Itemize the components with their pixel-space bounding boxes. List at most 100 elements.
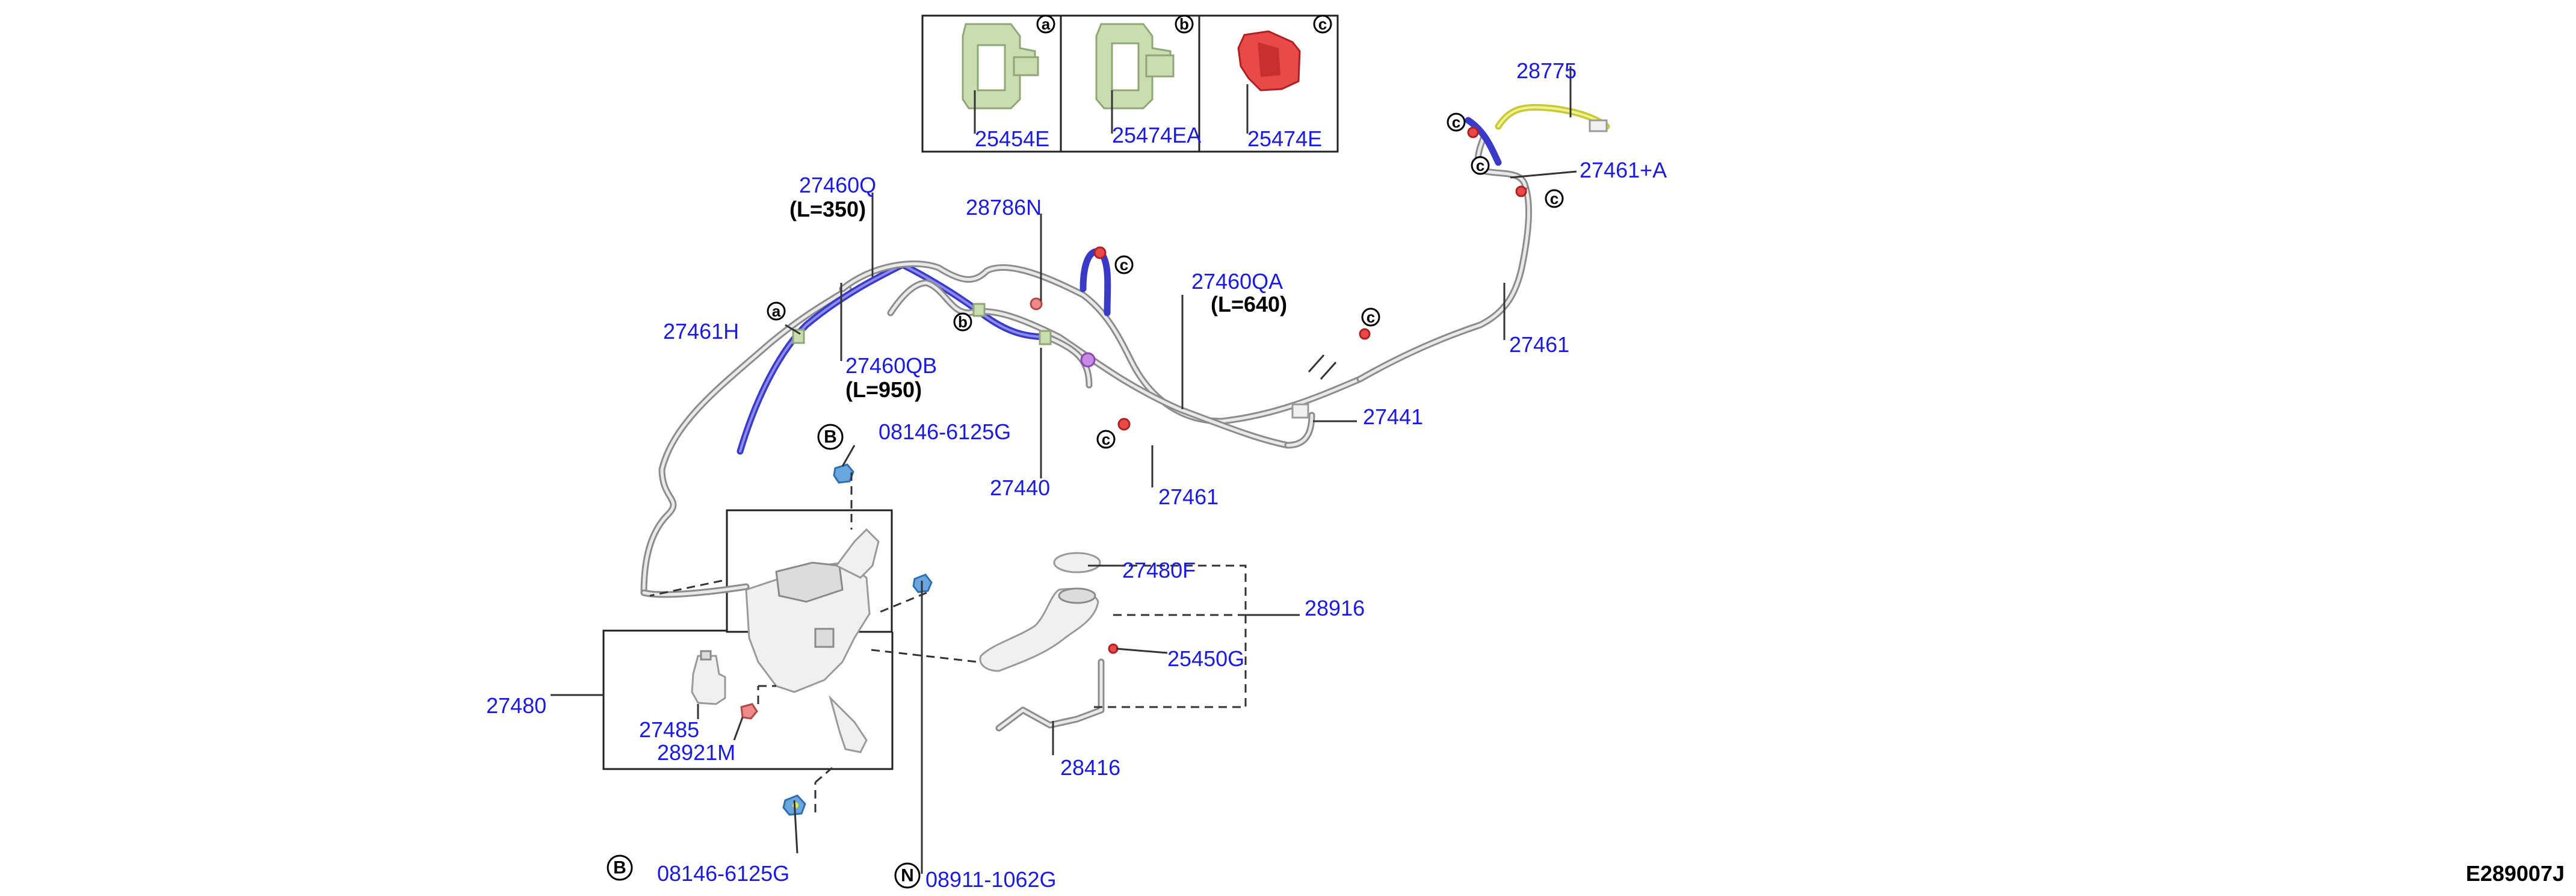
nozzle-28775-icon (1589, 119, 1608, 132)
marker-a-icon (1036, 14, 1055, 34)
callout-27485: 27485 (639, 717, 699, 742)
marker-c-label: c (1476, 156, 1484, 175)
hose-blue-rear (1465, 117, 1502, 166)
callout-27441: 27441 (1363, 404, 1423, 429)
hose-clips (792, 119, 1608, 431)
marker-b-label: b (958, 313, 968, 331)
part-label-25474EA: 25474EA (1112, 123, 1201, 147)
joint-27441-icon (1291, 403, 1309, 419)
washer-tank-assembly (602, 509, 894, 770)
part-label-25474E: 25474E (1247, 126, 1322, 151)
marker-c-icon (1313, 14, 1332, 34)
clip-b-icon (1039, 330, 1052, 345)
screw-25450G-icon (1108, 643, 1119, 654)
marker-a-label: a (772, 302, 781, 320)
clip-tab-icon (1013, 56, 1039, 76)
inset-panel-c: c 25474E (1237, 14, 1332, 151)
callout-27461-plus-a: 27461+A (1580, 158, 1667, 182)
inset-panel-a: a 25454E (962, 14, 1055, 151)
filler-neck-assembly (979, 552, 1119, 732)
callout-27461-mid: 27461 (1158, 484, 1219, 509)
diagram-code: E289007J (2466, 861, 2565, 886)
clip-c-icon (1467, 126, 1479, 138)
marker-B-label: B (613, 858, 626, 878)
length-27460Q: (L=350) (789, 197, 866, 221)
marker-c-icon (1545, 189, 1564, 208)
marker-c-label: c (1318, 15, 1327, 33)
grommet-28921M-icon (740, 703, 758, 720)
tank-lower-box (602, 629, 894, 770)
marker-a-label: a (1042, 15, 1051, 33)
inset-frame (921, 14, 1339, 153)
marker-c-label: c (1367, 308, 1375, 326)
clip-b-icon (972, 303, 986, 317)
part-callouts: 28775 27461+A 27460Q (L=350) 28786N 2746… (486, 58, 1667, 892)
filler-opening-icon (1058, 587, 1096, 604)
hose-27461 (1356, 183, 1532, 383)
marker-c-icon (1447, 113, 1466, 132)
callout-27460QB: 27460QB (845, 353, 937, 378)
marker-b-icon (953, 312, 972, 332)
callout-08146-bottom: 08146-6125G (657, 861, 789, 886)
marker-c-icon (1114, 255, 1134, 274)
callout-27460QA: 27460QA (1191, 269, 1283, 294)
callout-27480F: 27480F (1122, 558, 1196, 582)
inset-panel-b: b 25474EA (1095, 14, 1201, 147)
marker-c-label: c (1120, 256, 1128, 274)
callout-28775: 28775 (1516, 58, 1577, 83)
marker-B-icon (817, 424, 844, 450)
leader-lines (551, 66, 1577, 874)
marker-b-icon (1175, 14, 1194, 34)
clip-shade (1258, 42, 1280, 77)
marker-a-icon (767, 301, 786, 321)
tank-bracket-icon (829, 694, 868, 753)
marker-N-label: N (901, 866, 914, 886)
length-27460QA: (L=640) (1211, 292, 1287, 317)
bolt-08146-top-icon (833, 463, 854, 484)
marker-N-icon (894, 862, 921, 889)
clip-c-icon (1515, 185, 1527, 197)
check-valve-27440-icon (1080, 352, 1096, 368)
part-label-25454E: 25454E (975, 126, 1049, 151)
callout-08911: 08911-1062G (925, 867, 1057, 892)
length-27460QB: (L=950) (845, 377, 922, 402)
filler-neck-icon (835, 528, 880, 579)
marker-c-icon (1471, 156, 1490, 175)
callout-27440: 27440 (990, 475, 1050, 500)
callout-28786N: 28786N (966, 195, 1042, 220)
callout-27461-right: 27461 (1509, 332, 1569, 357)
callout-25450G: 25450G (1167, 646, 1244, 671)
tank-top-icon (775, 561, 844, 603)
clip-a-icon (792, 329, 805, 344)
clip-28786N-icon (1030, 297, 1043, 311)
marker-c-label: c (1550, 190, 1558, 208)
callout-28921M: 28921M (657, 740, 735, 765)
callout-27460Q: 27460Q (799, 173, 876, 197)
clip-c-icon (1117, 418, 1131, 431)
marker-c-icon (1361, 307, 1380, 327)
callout-27480: 27480 (486, 693, 546, 718)
filler-cap-27480F-icon (1053, 552, 1101, 573)
pump-outlet-icon (700, 650, 712, 661)
clip-inset-panels: a 25454E b 25474EA c 25474E (921, 14, 1339, 153)
marker-B-icon (607, 854, 633, 881)
marker-c-label: c (1102, 430, 1110, 448)
hose-tee-27441 (1284, 412, 1315, 449)
washer-hose-assembly (640, 104, 1610, 596)
callout-08146-top: 08146-6125G (879, 419, 1011, 444)
clip-markers: a b c c c c c c B B N (607, 113, 1564, 889)
callout-27461H: 27461H (663, 319, 739, 344)
filler-pipe-28916-icon (979, 588, 1099, 672)
clip-c-icon (1359, 328, 1371, 340)
marker-c-label: c (1452, 113, 1460, 131)
marker-c-icon (1096, 430, 1116, 449)
marker-B-label: B (824, 427, 837, 447)
clip-tab-icon (1145, 54, 1175, 78)
clip-c-icon (1093, 246, 1107, 259)
callout-28916: 28916 (1305, 596, 1365, 620)
washer-pump-27485-icon (691, 655, 726, 705)
marker-b-label: b (1179, 15, 1189, 33)
callout-28416: 28416 (1060, 755, 1120, 780)
tank-port-icon (814, 628, 835, 648)
